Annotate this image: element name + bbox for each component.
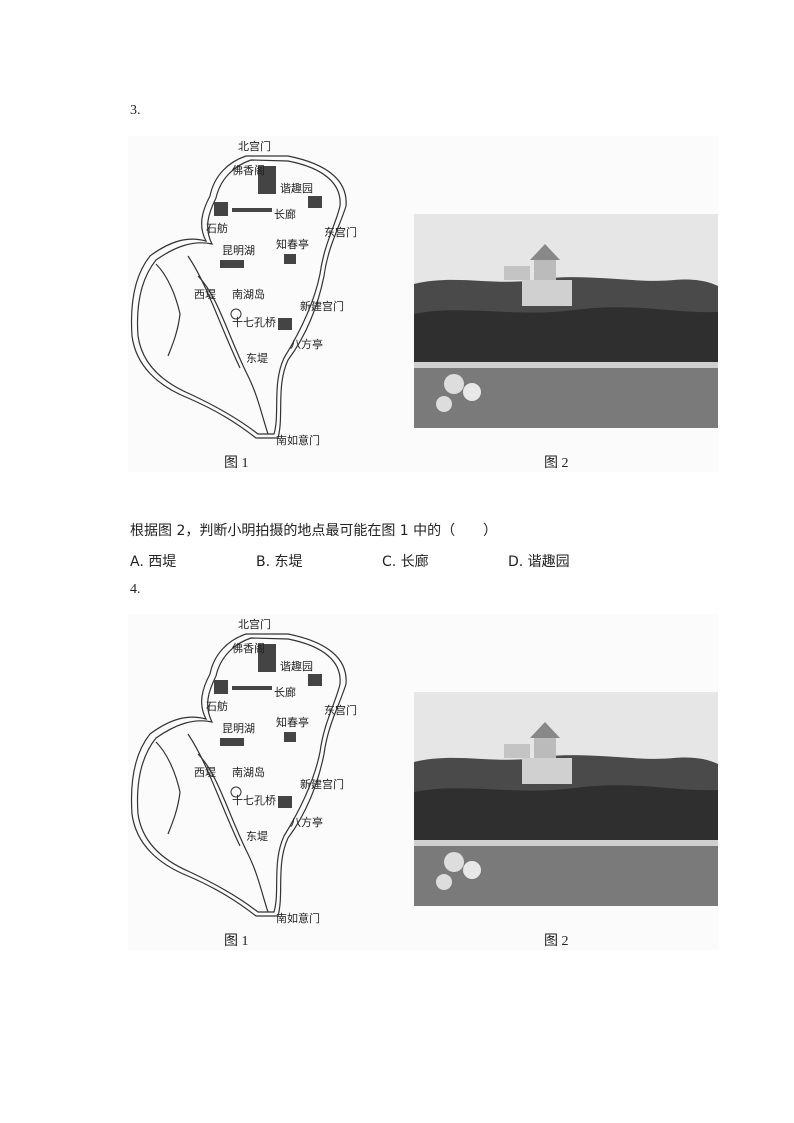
label-shifang: 石舫	[206, 699, 228, 713]
figure-1-caption: 图 1	[224, 934, 249, 949]
label-nanruyimen: 南如意门	[276, 433, 320, 447]
label-changlang: 长廊	[274, 207, 296, 221]
question-number: 4.	[130, 582, 141, 597]
figure-panel: 北宫门 佛香阁 谐趣园 长廊 石舫 东宫门 昆明湖 知春亭 西堤 南湖岛 十七孔…	[128, 614, 718, 950]
label-shifang: 石舫	[206, 221, 228, 235]
figure-2-caption: 图 2	[544, 934, 569, 949]
question-stem: 根据图 2，判断小明拍摄的地点最可能在图 1 中的（ ）	[130, 523, 498, 539]
landscape-photo	[414, 692, 718, 906]
label-shiqikongqiao: 十七孔桥	[232, 315, 276, 329]
label-bafangting: 八方亭	[290, 337, 323, 351]
label-kunminghu: 昆明湖	[222, 722, 255, 735]
label-north-gate: 北宫门	[238, 617, 271, 631]
label-north-gate: 北宫门	[238, 139, 271, 153]
label-xiequyuan: 谐趣园	[280, 659, 313, 673]
label-zhichunting: 知春亭	[276, 715, 309, 729]
figure-2-caption: 图 2	[544, 456, 569, 471]
summer-palace-map: 北宫门 佛香阁 谐趣园 长廊 石舫 东宫门 昆明湖 知春亭 西堤 南湖岛 十七孔…	[130, 139, 357, 447]
option-d: D. 谐趣园	[508, 554, 570, 570]
label-dongdi: 东堤	[246, 352, 268, 365]
option-c: C. 长廊	[382, 554, 429, 570]
option-a: A. 西堤	[130, 554, 177, 570]
summer-palace-map: 北宫门 佛香阁 谐趣园 长廊 石舫 东宫门 昆明湖 知春亭 西堤 南湖岛 十七孔…	[130, 617, 357, 925]
label-bafangting: 八方亭	[290, 815, 323, 829]
label-dongdi: 东堤	[246, 830, 268, 843]
figure-panel: 北宫门 佛香阁 谐趣园 长廊 石舫 东宫门 昆明湖 知春亭 西堤 南湖岛 十七孔…	[128, 136, 718, 472]
label-xidi: 西堤	[194, 288, 216, 301]
figure-1-caption: 图 1	[224, 456, 249, 471]
question-number: 3.	[130, 103, 141, 118]
label-kunminghu: 昆明湖	[222, 244, 255, 257]
label-east-gate: 东宫门	[324, 703, 357, 717]
label-xinjiangongmen: 新建宫门	[300, 299, 344, 313]
label-nanhudao: 南湖岛	[232, 287, 265, 301]
label-nanruyimen: 南如意门	[276, 911, 320, 925]
landscape-photo	[414, 214, 718, 428]
label-foxiangge: 佛香阁	[232, 641, 265, 655]
label-shiqikongqiao: 十七孔桥	[232, 793, 276, 807]
label-xiequyuan: 谐趣园	[280, 181, 313, 195]
label-changlang: 长廊	[274, 685, 296, 699]
label-xidi: 西堤	[194, 766, 216, 779]
label-east-gate: 东宫门	[324, 225, 357, 239]
option-b: B. 东堤	[256, 554, 303, 570]
label-xinjiangongmen: 新建宫门	[300, 777, 344, 791]
label-foxiangge: 佛香阁	[232, 163, 265, 177]
label-zhichunting: 知春亭	[276, 237, 309, 251]
label-nanhudao: 南湖岛	[232, 765, 265, 779]
